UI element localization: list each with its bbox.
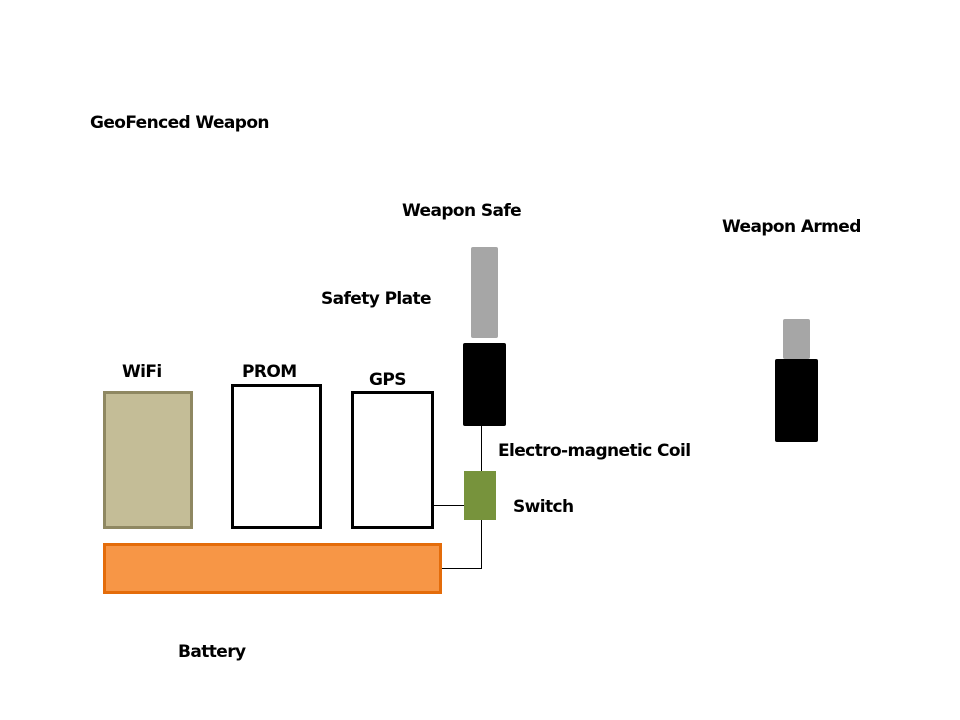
wire-to-battery	[442, 568, 482, 569]
diagram-title: GeoFenced Weapon	[90, 113, 270, 133]
safe-coil	[463, 343, 506, 426]
weapon-safe-label: Weapon Safe	[402, 201, 522, 221]
safe-safety-plate	[471, 247, 498, 338]
armed-safety-plate	[783, 319, 810, 359]
prom-module	[231, 384, 322, 529]
armed-coil	[775, 359, 818, 442]
wire-switch-down	[481, 520, 482, 569]
battery-block	[103, 543, 442, 594]
prom-label: PROM	[242, 362, 297, 382]
wire-coil-to-switch	[481, 426, 482, 471]
switch-label: Switch	[513, 497, 574, 517]
gps-label: GPS	[369, 370, 406, 390]
wifi-label: WiFi	[122, 362, 162, 382]
weapon-armed-label: Weapon Armed	[722, 217, 861, 237]
wire-gps-to-switch	[434, 505, 464, 506]
switch-block	[464, 471, 496, 520]
gps-module	[351, 391, 434, 529]
battery-label: Battery	[178, 642, 246, 662]
coil-label: Electro-magnetic Coil	[498, 441, 691, 461]
wifi-module	[103, 391, 193, 529]
safety-plate-label: Safety Plate	[321, 289, 432, 309]
